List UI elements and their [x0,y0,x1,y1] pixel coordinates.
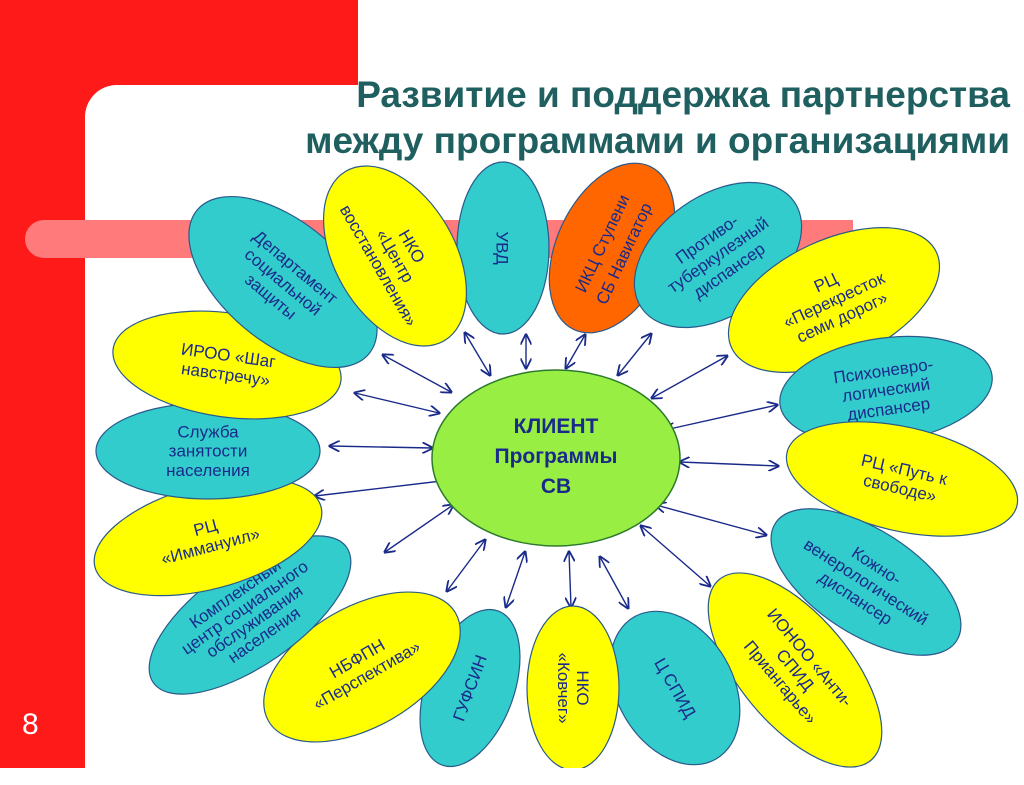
arrow-put [680,462,778,466]
petal-label-kovcheg-1: «Ковчег» [554,652,573,723]
petal-kovcheg: НКО«Ковчег» [526,605,620,768]
petal-ellipse-kovcheg [526,605,620,768]
arrow-cspid [600,557,628,608]
arrow-iroo [355,393,439,413]
arrow-immanuil [315,480,450,496]
petal-ellipse-nko-centr [322,165,468,347]
arrow-nbfpn [447,540,485,591]
arrow-gufsin [506,552,525,607]
arrow-ionoo [641,526,710,586]
arrow-kovcheg [569,552,571,607]
petal-ellipse-dsz [188,195,378,369]
petal-label-uvd-0: УВД [493,231,512,265]
page-number: 8 [22,708,39,741]
petal-nbfpn: НБФПН«Перспектива» [263,591,461,743]
petal-label-szn-0: Служба [177,422,239,441]
arrow-szn [330,446,432,448]
arrow-perekrestok [652,356,727,398]
petal-label-szn-2: населения [166,461,250,480]
petal-label-szn-1: занятости [169,442,248,461]
petal-ellipse-cspid [609,610,741,766]
arrows-layer [315,333,778,608]
petal-ellipse-kvd [770,508,962,656]
center-node: КЛИЕНТ Программы СВ [431,369,681,547]
petal-ellipse-put [785,421,1019,537]
arrow-nko-centr [465,333,490,375]
arrow-psycho [665,405,777,430]
arrow-kvd [656,505,766,535]
red-sidebar [0,0,85,768]
petal-immanuil: РЦ«Иммануил» [93,477,323,597]
arrow-dsz [383,355,451,392]
client-ellipse [431,369,681,547]
slide-title: Развитие и поддержка партнерства между п… [240,72,1010,164]
petal-uvd: УВД [456,161,550,335]
title-line-2: между программами и организациями [305,120,1010,161]
arrow-tb [618,334,651,375]
petal-ellipse-nbfpn [263,591,461,743]
center-label-line-2: Программы [494,445,617,468]
petal-label-kovcheg-0: НКО [573,670,592,705]
petal-ellipse-ionoo [707,572,883,768]
arrow-kcso [385,505,453,552]
center-label-line-3: СВ [541,475,571,498]
center-label-line-1: КЛИЕНТ [514,415,599,438]
petal-cspid: Ц СПИД [609,610,741,766]
arrow-ikc [566,335,585,368]
title-line-1: Развитие и поддержка партнерства [356,74,1010,115]
